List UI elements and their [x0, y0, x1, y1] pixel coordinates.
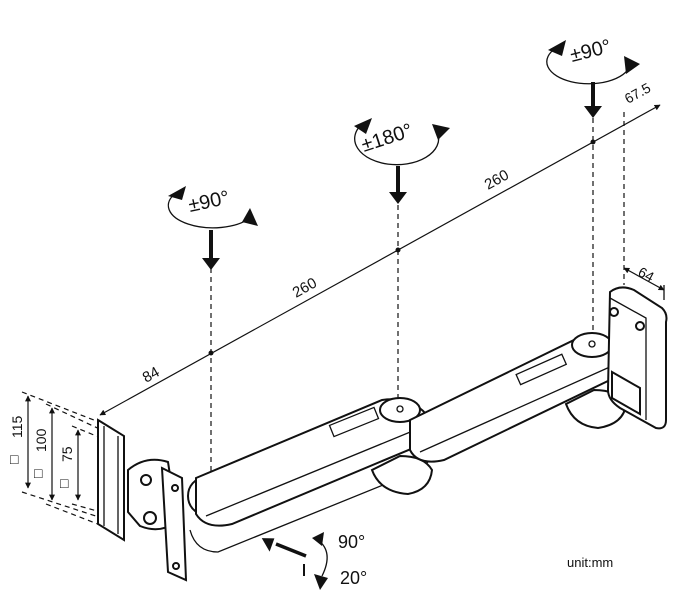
tilt-down-label: 20° [340, 568, 367, 588]
wall-plate-dimension [623, 267, 665, 300]
dim-67-5-label: 67.5 [622, 79, 654, 106]
rotation-indicator-joint-2 [354, 118, 450, 204]
vesa-monitor-plate [97, 418, 125, 542]
dim-64-label: 64 [636, 264, 657, 286]
rotation-joint-1-label: ±90° [186, 187, 231, 217]
vesa-square-symbol-2: □ [34, 465, 43, 481]
arm-segment-2 [409, 332, 628, 463]
dim-260-first-label: 260 [290, 274, 320, 301]
rotation-indicator-joint-1 [167, 186, 258, 270]
vesa-square-symbol-3: □ [60, 475, 69, 491]
rotation-joint-3-label: ±90° [568, 36, 613, 67]
unit-label: unit:mm [567, 555, 613, 570]
tilt-indicator [261, 532, 328, 590]
vesa-100-label: 100 [33, 428, 49, 452]
rotation-indicator-joint-3 [546, 40, 640, 118]
vesa-75-label: 75 [59, 446, 75, 462]
wall-mount-plate [606, 286, 668, 430]
vesa-square-symbol-1: □ [10, 451, 19, 467]
joint-axis-lines [210, 100, 625, 478]
arm-segment-1 [189, 397, 434, 553]
dim-84-label: 84 [140, 364, 163, 387]
tilt-up-label: 90° [338, 532, 365, 552]
vesa-115-label: 115 [9, 415, 25, 438]
